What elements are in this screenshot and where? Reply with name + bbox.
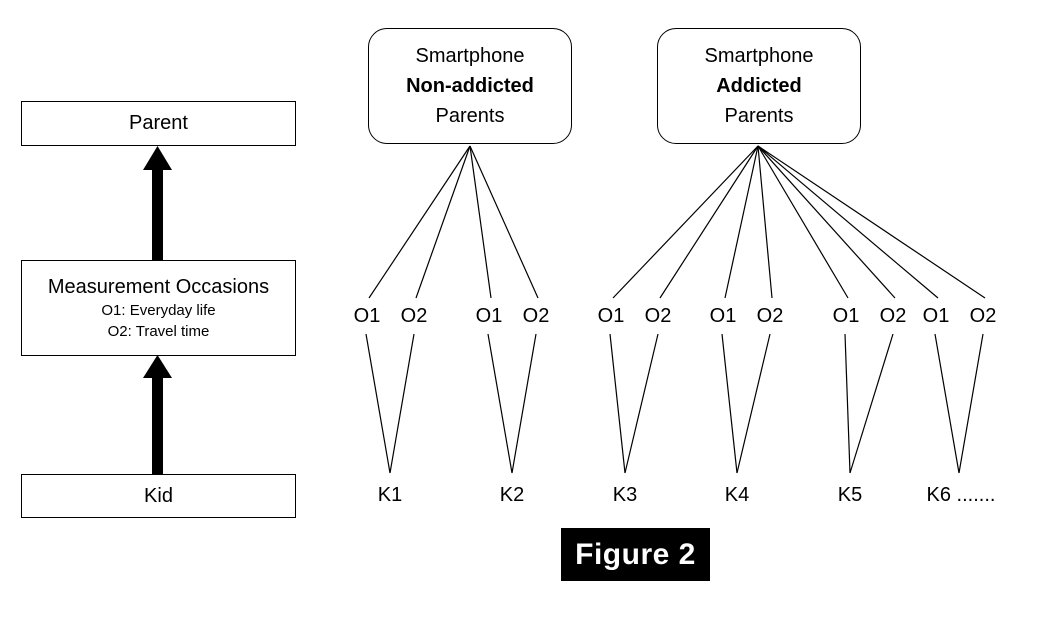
fan-non-addicted-to-occasions <box>368 145 539 299</box>
level-title-kid: Kid <box>144 484 173 507</box>
kid-label-k6: K6 ....... <box>926 484 996 506</box>
v-connector-k5 <box>844 333 894 474</box>
group-line-addicted: Addicted <box>716 75 802 97</box>
fan-addicted-to-occasions <box>612 145 986 299</box>
occasion-label-5: O1 <box>597 305 625 327</box>
level-title-measurement-occasions: Measurement Occasions <box>47 275 270 298</box>
group-line-smartphone: Smartphone <box>704 45 814 67</box>
v-connector-k3 <box>609 333 659 474</box>
occasion-label-2: O2 <box>400 305 428 327</box>
occasion-label-11: O1 <box>922 305 950 327</box>
occasion-label-3: O1 <box>475 305 503 327</box>
occasion-label-10: O2 <box>879 305 907 327</box>
group-box-non-addicted-parents: Smartphone Non-addicted Parents <box>368 28 572 144</box>
v-connector-k2 <box>487 333 537 474</box>
level-box-parent: Parent <box>21 101 296 146</box>
occasion-label-4: O2 <box>522 305 550 327</box>
occasion-label-7: O1 <box>709 305 737 327</box>
group-line-smartphone: Smartphone <box>415 45 525 67</box>
level-subline-o1: O1: Everyday life <box>101 301 216 319</box>
level-box-measurement-occasions: Measurement Occasions O1: Everyday life … <box>21 260 296 356</box>
level-subline-o2: O2: Travel time <box>107 322 210 340</box>
group-line-non-addicted: Non-addicted <box>406 75 534 97</box>
v-connector-k6 <box>934 333 984 474</box>
kid-label-k2: K2 <box>499 484 525 506</box>
v-connector-k4 <box>721 333 771 474</box>
thick-arrow-kid-to-occasions <box>143 355 172 474</box>
occasion-label-9: O1 <box>832 305 860 327</box>
kid-label-k5: K5 <box>837 484 863 506</box>
occasion-label-12: O2 <box>969 305 997 327</box>
thick-arrow-occasions-to-parent <box>143 146 172 260</box>
v-connector-k1 <box>365 333 415 474</box>
group-line-parents: Parents <box>724 105 794 127</box>
kid-label-k1: K1 <box>377 484 403 506</box>
group-box-addicted-parents: Smartphone Addicted Parents <box>657 28 861 144</box>
occasion-label-6: O2 <box>644 305 672 327</box>
occasion-label-1: O1 <box>353 305 381 327</box>
level-box-kid: Kid <box>21 474 296 518</box>
kid-label-k4: K4 <box>724 484 750 506</box>
level-title-parent: Parent <box>129 112 188 134</box>
group-line-parents: Parents <box>435 105 505 127</box>
occasion-label-8: O2 <box>756 305 784 327</box>
kid-label-k3: K3 <box>612 484 638 506</box>
figure-caption: Figure 2 <box>561 528 710 581</box>
